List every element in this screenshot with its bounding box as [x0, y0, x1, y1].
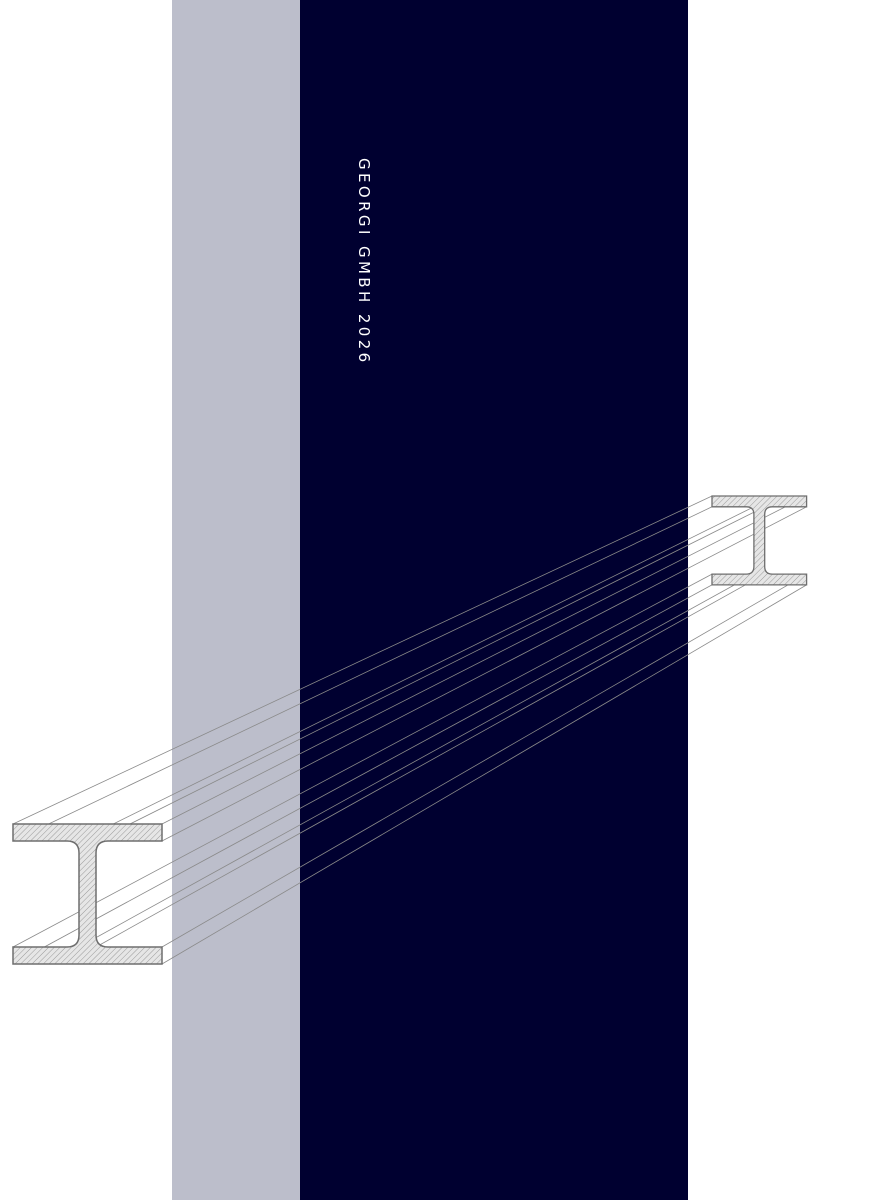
i-beam-back-section-icon	[711, 495, 808, 586]
perspective-line	[95, 573, 765, 948]
perspective-line	[161, 506, 807, 842]
perspective-line	[161, 584, 807, 965]
perspective-lines	[12, 495, 807, 965]
perspective-line	[12, 495, 713, 825]
perspective-line	[12, 573, 713, 948]
dark-vertical-stripe	[300, 0, 688, 1200]
perspective-line	[161, 495, 807, 825]
perspective-line	[161, 573, 807, 948]
i-beam-front-section-icon	[12, 823, 163, 965]
perspective-line	[12, 584, 713, 965]
perspective-line	[12, 506, 713, 842]
light-vertical-stripe	[172, 0, 300, 1200]
perspective-line	[95, 506, 765, 842]
perspective-line	[78, 573, 755, 948]
perspective-line	[78, 506, 755, 842]
